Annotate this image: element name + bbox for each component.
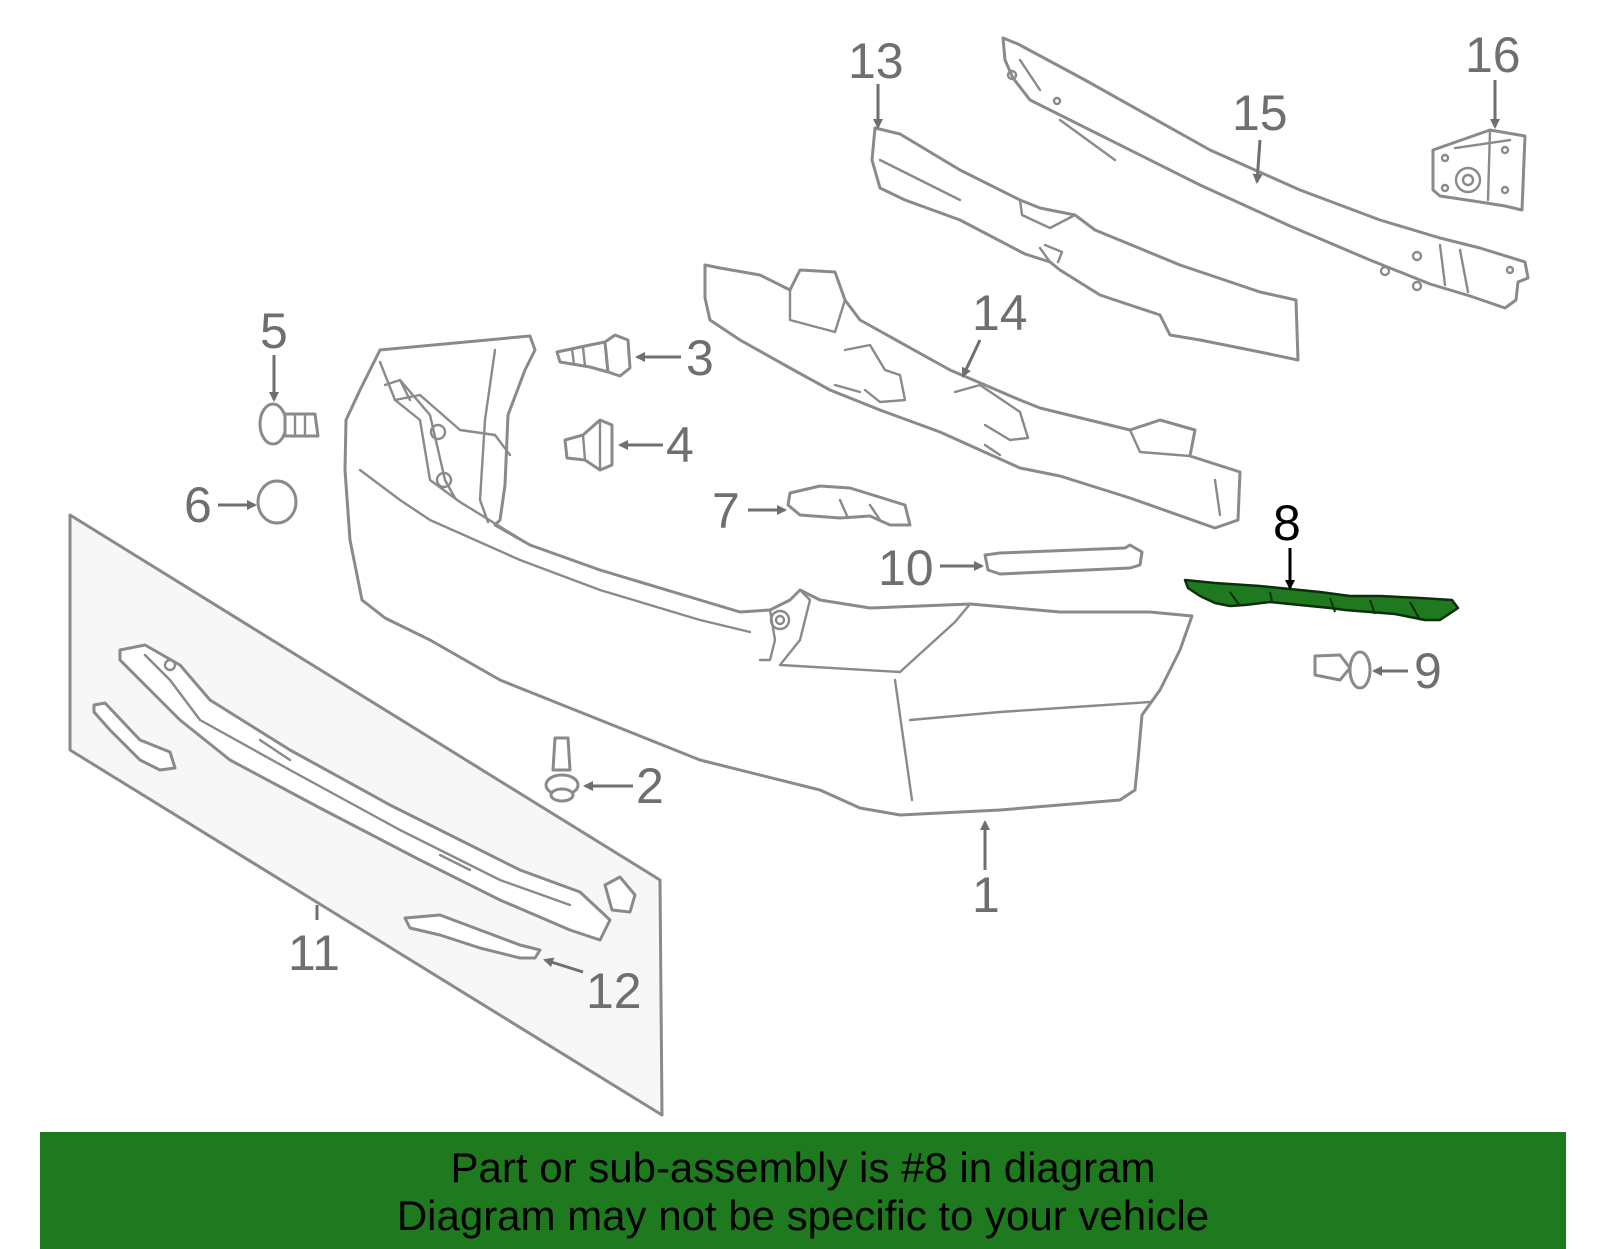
part-1-bumper-cover [343, 334, 1194, 817]
leader-lines [218, 80, 1500, 974]
callout-4: 4 [666, 417, 694, 473]
callout-2: 2 [636, 758, 664, 814]
callout-3: 3 [686, 330, 714, 386]
callout-7: 7 [712, 483, 740, 539]
leader-12 [543, 957, 584, 974]
part-3-push-clip [555, 333, 632, 378]
part-6-grommet [256, 479, 298, 525]
info-banner: Part or sub-assembly is #8 in diagram Di… [40, 1132, 1566, 1249]
banner-line-1: Part or sub-assembly is #8 in diagram [450, 1144, 1156, 1191]
leader-15 [1252, 139, 1263, 184]
callout-13: 13 [848, 33, 904, 89]
callout-16: 16 [1465, 27, 1521, 83]
part-14-absorber-rail [703, 263, 1242, 530]
part-10-strip [983, 543, 1144, 576]
part-9-push-pin [1313, 650, 1372, 690]
part-7-bracket [786, 484, 912, 527]
callout-labels: 1 2 3 4 5 6 7 8 9 10 11 12 13 14 15 16 [184, 27, 1521, 1019]
banner-line-2: Diagram may not be specific to your vehi… [396, 1192, 1210, 1239]
part-2-bolt [544, 736, 580, 803]
part-4-clip [563, 418, 614, 472]
leader-14 [961, 339, 982, 378]
callout-5: 5 [260, 303, 288, 359]
callout-10: 10 [878, 540, 934, 596]
callout-14: 14 [972, 285, 1028, 341]
callout-1: 1 [972, 867, 1000, 923]
callout-12: 12 [586, 963, 642, 1019]
part-16-bracket [1431, 128, 1527, 212]
part-11-lower-panel [68, 513, 664, 1117]
callout-9: 9 [1414, 643, 1442, 699]
part-15-reinforcement-beam [1001, 36, 1530, 310]
part-8-side-bracket-highlighted[interactable] [1183, 578, 1460, 622]
callout-11: 11 [288, 925, 340, 981]
callout-6: 6 [184, 477, 212, 533]
part-5-screw [258, 402, 320, 446]
part-12-molding [403, 913, 542, 960]
callout-8: 8 [1273, 495, 1301, 551]
callout-15: 15 [1232, 85, 1288, 141]
part-13-energy-absorber [870, 126, 1300, 362]
